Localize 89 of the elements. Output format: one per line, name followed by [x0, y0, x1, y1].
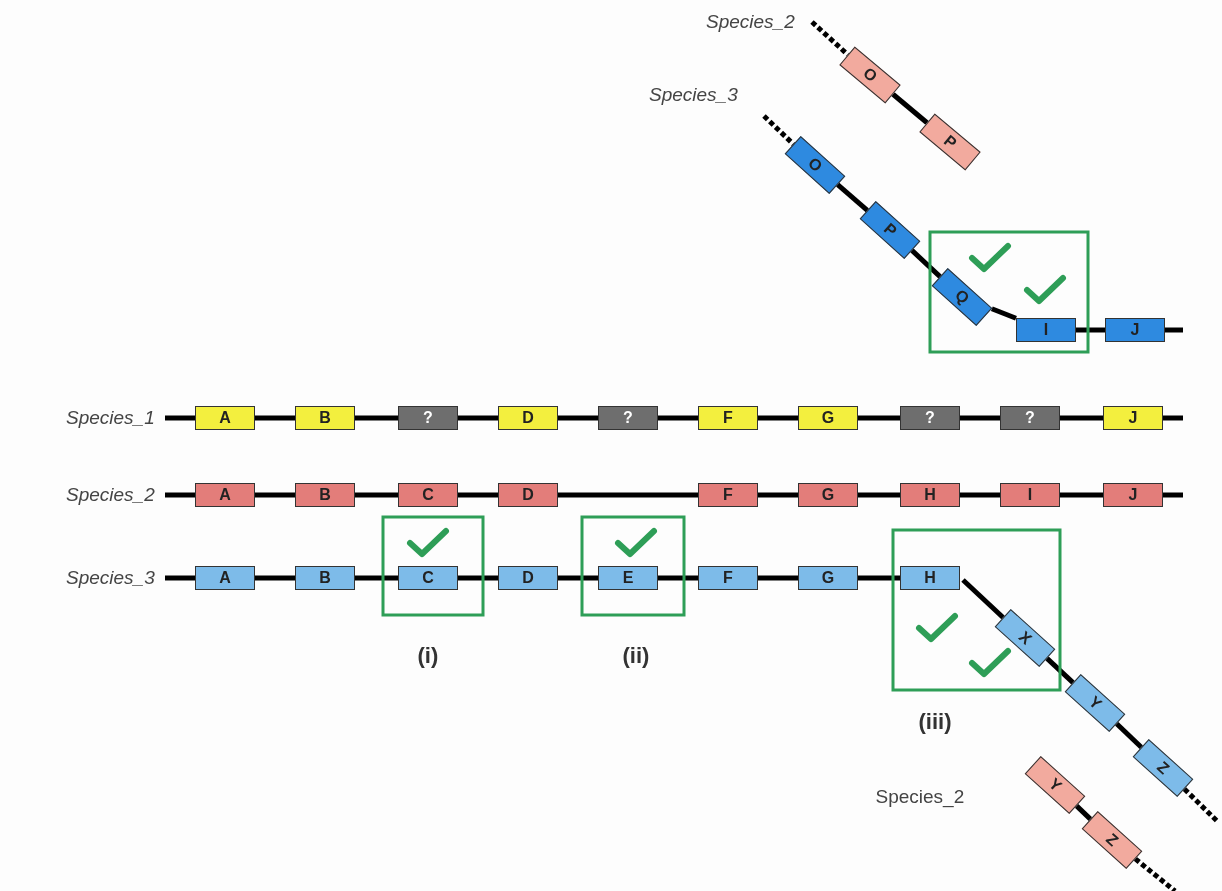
- gene-box: X: [994, 609, 1056, 667]
- chromosome-line: [458, 492, 498, 498]
- chromosome-line: [558, 575, 598, 581]
- chromosome-line: [255, 415, 295, 421]
- panel-label: (i): [417, 643, 439, 669]
- gene-box: F: [698, 566, 758, 590]
- chromosome-line: [1163, 415, 1183, 421]
- chromosome-line: [255, 492, 295, 498]
- gene-box: J: [1105, 318, 1165, 342]
- gene-box: H: [900, 483, 960, 507]
- gene-box: A: [195, 566, 255, 590]
- chromosome-line: [960, 415, 1000, 421]
- chromosome-line: [1163, 492, 1183, 498]
- chromosome-line: [858, 492, 900, 498]
- gene-box: F: [698, 406, 758, 430]
- gene-box: I: [1000, 483, 1060, 507]
- chromosome-line: [1060, 492, 1103, 498]
- panel-label: (ii): [622, 643, 650, 669]
- gene-box: O: [839, 46, 901, 104]
- chromosome-line: [810, 20, 850, 57]
- gene-box: E: [598, 566, 658, 590]
- gene-box: ?: [1000, 406, 1060, 430]
- gene-box: J: [1103, 483, 1163, 507]
- chromosome-line: [961, 578, 1005, 620]
- chromosome-line: [910, 248, 942, 279]
- gene-box: I: [1016, 318, 1076, 342]
- chromosome-line: [255, 575, 295, 581]
- gene-box: Y: [1024, 756, 1086, 814]
- species-label: Species_3: [649, 84, 738, 106]
- chromosome-line: [1076, 327, 1105, 333]
- species-label: Species_2: [875, 786, 965, 808]
- chromosome-line: [1182, 787, 1220, 824]
- species-label: Species_3: [66, 567, 155, 589]
- chromosome-line: [165, 415, 195, 421]
- chromosome-line: [836, 182, 869, 213]
- chromosome-line: [355, 575, 398, 581]
- gene-box: ?: [398, 406, 458, 430]
- species-label: Species_2: [706, 11, 795, 33]
- gene-box: O: [784, 136, 846, 194]
- gene-box: P: [919, 113, 981, 171]
- chromosome-line: [558, 415, 598, 421]
- gene-box: G: [798, 406, 858, 430]
- gene-box: D: [498, 483, 558, 507]
- gene-box: Z: [1081, 811, 1143, 869]
- chromosome-line: [458, 415, 498, 421]
- chromosome-line: [458, 575, 498, 581]
- gene-box: B: [295, 566, 355, 590]
- chromosome-line: [1133, 856, 1177, 891]
- gene-box: A: [195, 483, 255, 507]
- gene-box: C: [398, 483, 458, 507]
- chromosome-line: [1165, 327, 1183, 333]
- chromosome-line: [1045, 656, 1075, 685]
- gene-box: J: [1103, 406, 1163, 430]
- gene-box: H: [900, 566, 960, 590]
- chromosome-line: [1074, 804, 1093, 821]
- gene-box: A: [195, 406, 255, 430]
- chromosome-line: [758, 575, 798, 581]
- chromosome-line: [658, 575, 698, 581]
- chromosome-line: [858, 575, 900, 581]
- chromosome-line: [960, 492, 1000, 498]
- chromosome-line: [658, 415, 698, 421]
- chromosome-line: [165, 575, 195, 581]
- gene-box: G: [798, 566, 858, 590]
- gene-box: ?: [598, 406, 658, 430]
- gene-box: F: [698, 483, 758, 507]
- species-label: Species_1: [66, 407, 155, 429]
- chromosome-line: [891, 92, 929, 125]
- chromosome-line: [165, 492, 195, 498]
- gene-box: C: [398, 566, 458, 590]
- species-label: Species_2: [66, 484, 155, 506]
- chromosome-line: [355, 492, 398, 498]
- chromosome-line: [1114, 721, 1144, 750]
- chromosome-line: [758, 415, 798, 421]
- gene-box: B: [295, 483, 355, 507]
- gene-box: Z: [1132, 739, 1194, 797]
- gene-box: D: [498, 406, 558, 430]
- gene-box: D: [498, 566, 558, 590]
- gene-box: B: [295, 406, 355, 430]
- chromosome-line: [758, 492, 798, 498]
- panel-label: (iii): [918, 709, 952, 735]
- gene-box: G: [798, 483, 858, 507]
- chromosome-line: [558, 492, 698, 498]
- gene-box: Q: [931, 268, 993, 326]
- chromosome-line: [1060, 415, 1103, 421]
- gene-box: P: [859, 201, 921, 259]
- chromosome-line: [858, 415, 900, 421]
- gene-box: ?: [900, 406, 960, 430]
- chromosome-line: [355, 415, 398, 421]
- gene-box: Y: [1064, 674, 1126, 732]
